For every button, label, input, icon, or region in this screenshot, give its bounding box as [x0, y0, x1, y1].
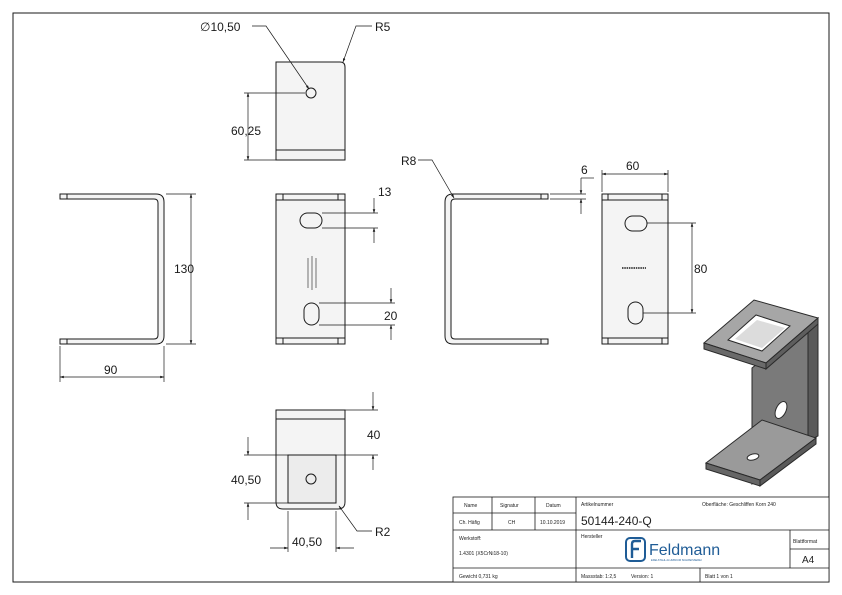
- tb-hersteller-label: Hersteller: [581, 534, 603, 540]
- bottom-view: [244, 392, 378, 552]
- isometric-view: [702, 299, 820, 487]
- side-view-right: [601, 170, 696, 345]
- front-view-left: [59, 193, 196, 382]
- dim-20: 20: [384, 309, 398, 323]
- tb-header-name: Name: [464, 503, 478, 509]
- dim-6: 6: [581, 163, 588, 177]
- tb-gewicht: Gewicht 0,731 kg: [459, 574, 498, 580]
- dim-90: 90: [104, 363, 118, 377]
- side-view-center: [275, 193, 395, 345]
- tb-header-signatur: Signatur: [500, 503, 519, 509]
- tb-name-value: Ch. Häfig: [459, 520, 480, 526]
- tb-header-datum: Datum: [546, 503, 561, 509]
- logo-tagline: EDELSTAHL ALUMINIUM SCHWEISSEREI: [651, 558, 702, 562]
- logo-wordmark: Feldmann: [649, 542, 720, 559]
- tb-signatur-value: CH: [508, 520, 516, 526]
- tb-massstab: Massstab: 1:2,5: [581, 574, 617, 580]
- tb-werkstoff-label: Werkstoff:: [459, 536, 481, 542]
- tb-blattformat-label: Blattformat: [793, 539, 818, 545]
- dim-40: 40: [367, 428, 381, 442]
- tb-artikelnummer-value: 50144-240-Q: [581, 514, 652, 528]
- dim-60: 60: [626, 159, 640, 173]
- dim-80: 80: [694, 262, 708, 276]
- tb-werkstoff-value: 1.4301 (X5CrNi18-10): [459, 551, 508, 557]
- tb-datum-value: 10.10.2019: [540, 520, 565, 526]
- dim-radius-r2: R2: [375, 525, 391, 539]
- dim-40-50-horizontal: 40,50: [292, 535, 322, 549]
- front-view-right: [418, 159, 594, 345]
- dim-60-25: 60,25: [231, 124, 261, 138]
- dim-40-50-vertical: 40,50: [231, 473, 261, 487]
- dim-hole-diameter: ∅10,50: [200, 20, 241, 34]
- tb-oberflaeche: Oberfläche: Geschliffen Korn 240: [702, 502, 776, 508]
- title-block: [452, 496, 830, 583]
- logo-f-icon: [625, 537, 646, 562]
- top-view: [244, 25, 372, 161]
- tb-blatt: Blatt 1 von 1: [705, 574, 733, 580]
- feldmann-logo: Feldmann EDELSTAHL ALUMINIUM SCHWEISSERE…: [625, 537, 720, 562]
- dim-radius-r5: R5: [375, 20, 391, 34]
- drawing-frame: [12, 12, 830, 583]
- dim-130: 130: [174, 262, 194, 276]
- dim-radius-r8: R8: [401, 154, 417, 168]
- tb-artikelnummer-label: Artikelnummer: [581, 502, 614, 508]
- tb-blattformat-value: A4: [802, 555, 815, 566]
- tb-version: Version: 1: [631, 574, 653, 580]
- dim-13: 13: [378, 185, 392, 199]
